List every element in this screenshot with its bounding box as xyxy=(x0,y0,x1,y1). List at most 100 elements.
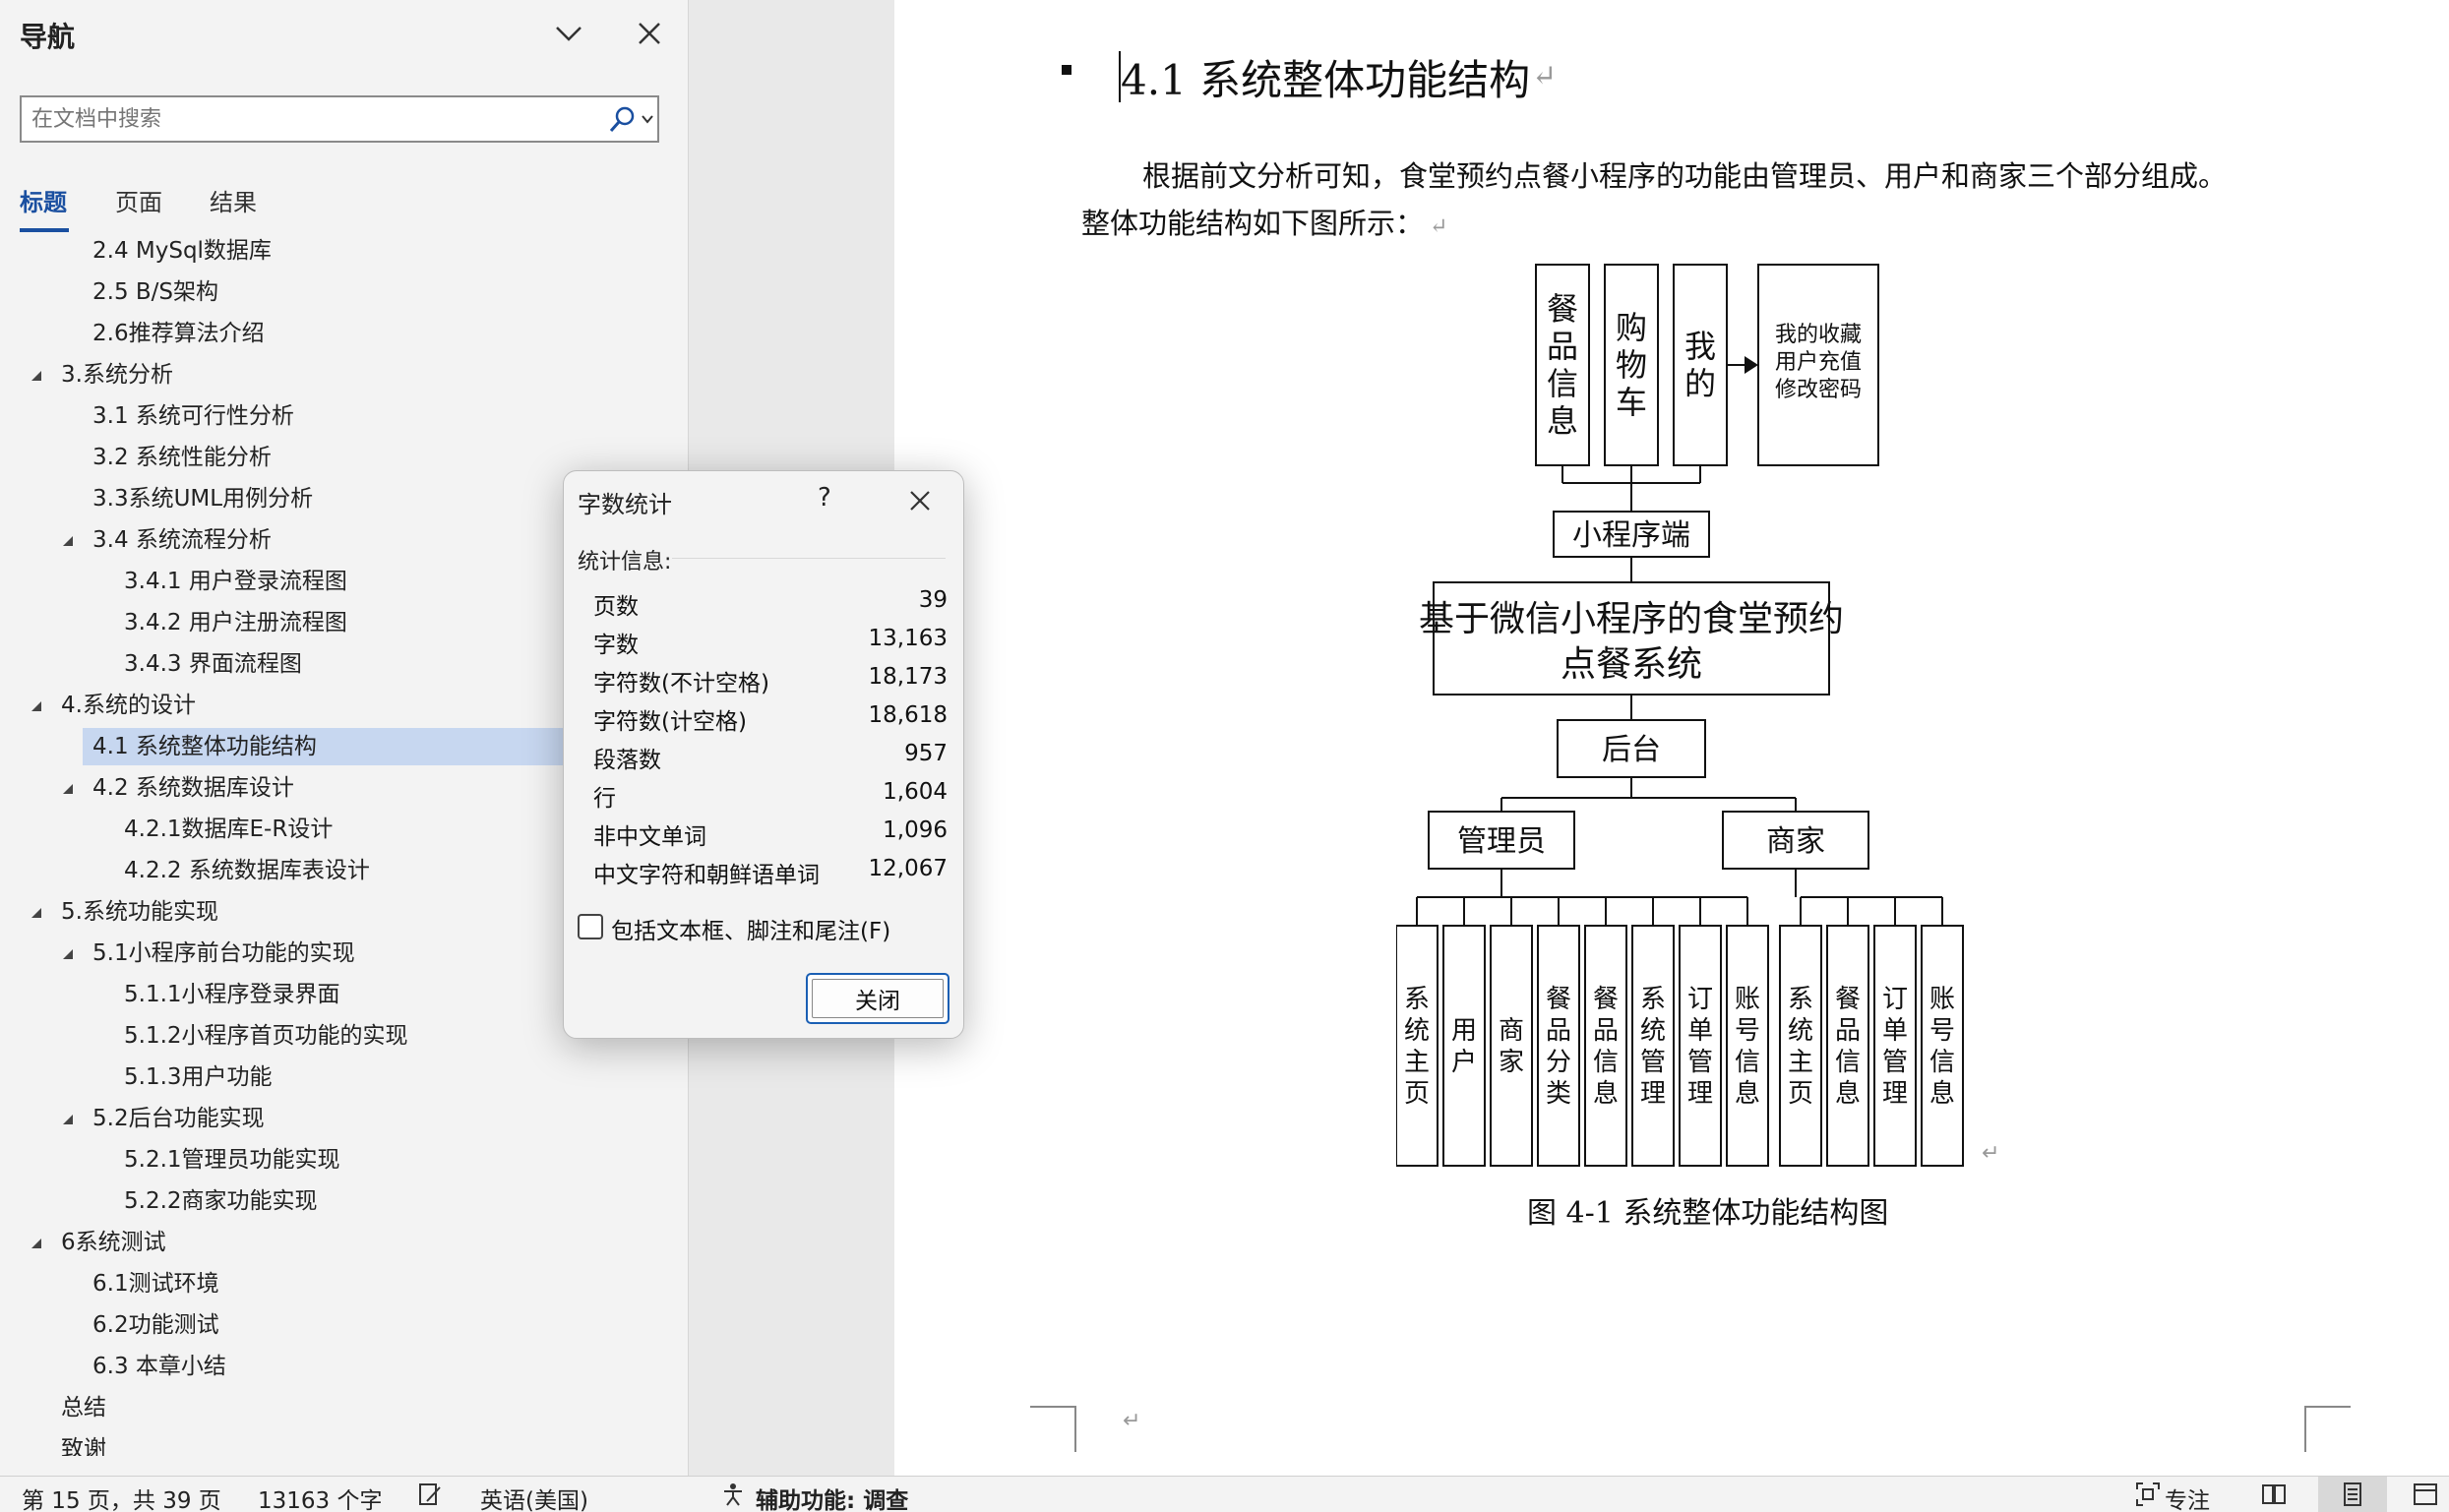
tab-headings[interactable]: 标题 xyxy=(20,183,69,232)
outline-item[interactable]: 5.2后台功能实现 xyxy=(92,1100,265,1137)
tab-results[interactable]: 结果 xyxy=(210,183,257,217)
language-indicator[interactable]: 英语(美国) xyxy=(480,1488,588,1512)
outline-item[interactable]: 6.3 本章小结 xyxy=(92,1348,226,1385)
outline-item-label: 2.5 B/S架构 xyxy=(92,279,219,305)
collapse-caret-icon[interactable] xyxy=(61,947,75,961)
close-icon[interactable] xyxy=(902,483,938,518)
word-count[interactable]: 13163 个字 xyxy=(258,1488,383,1512)
outline-item[interactable]: 5.2.1管理员功能实现 xyxy=(124,1141,340,1179)
outline-item[interactable]: 5.1.1小程序登录界面 xyxy=(124,976,340,1013)
outline-item[interactable]: 5.1.3用户功能 xyxy=(124,1058,273,1096)
page-count[interactable]: 第 15 页，共 39 页 xyxy=(22,1488,221,1512)
outline-item-label: 3.3系统UML用例分析 xyxy=(92,486,314,512)
nav-title: 导航 xyxy=(20,21,76,53)
focus-mode-icon[interactable] xyxy=(2135,1482,2161,1507)
outline-item[interactable]: 6.1测试环境 xyxy=(92,1265,219,1302)
chevron-down-icon[interactable] xyxy=(549,14,588,53)
diagram-leaf-label-char: 理 xyxy=(1882,1079,1908,1109)
collapse-caret-icon[interactable] xyxy=(61,1113,75,1126)
diagram-leaf-label-char: 系 xyxy=(1640,985,1666,1014)
outline-item[interactable]: 5.系统功能实现 xyxy=(61,893,218,931)
outline-item[interactable]: 3.系统分析 xyxy=(61,356,173,393)
outline-item-label: 6系统测试 xyxy=(61,1230,166,1255)
collapse-caret-icon[interactable] xyxy=(30,369,43,383)
diagram-leaf-label-char: 品 xyxy=(1835,1016,1861,1046)
diagram-leaf-label-char: 账 xyxy=(1929,985,1955,1014)
diagram-leaf-node xyxy=(1726,925,1769,1167)
outline-item[interactable]: 6.2功能测试 xyxy=(92,1306,219,1344)
outline-item[interactable]: 4.2.1数据库E-R设计 xyxy=(124,811,333,848)
proofing-icon[interactable] xyxy=(417,1482,443,1507)
collapse-caret-icon[interactable] xyxy=(30,699,43,713)
include-textboxes-checkbox[interactable] xyxy=(578,914,603,939)
outline-item[interactable]: 3.1 系统可行性分析 xyxy=(92,397,294,435)
outline-item[interactable]: 3.4 系统流程分析 xyxy=(92,521,272,559)
stat-label: 行 xyxy=(593,786,616,812)
stat-value: 18,173 xyxy=(868,664,948,690)
outline-item-label: 5.系统功能实现 xyxy=(61,899,218,925)
outline-item[interactable]: 致谢 xyxy=(61,1430,106,1456)
stat-value: 12,067 xyxy=(868,856,948,881)
outline-item[interactable]: 2.4 MySql数据库 xyxy=(92,236,272,270)
focus-mode-label[interactable]: 专注 xyxy=(2165,1488,2210,1512)
diagram-node-label: 小程序端 xyxy=(1572,518,1690,553)
print-layout-icon xyxy=(2344,1482,2361,1506)
accessibility-icon[interactable] xyxy=(720,1482,746,1507)
figure-caption: 图 4-1 系统整体功能结构图 xyxy=(1527,1196,1889,1231)
print-layout-button[interactable] xyxy=(2318,1477,2387,1512)
stat-row: 行 1,604 xyxy=(593,779,948,815)
outline-item[interactable]: 6系统测试 xyxy=(61,1224,166,1261)
outline-item[interactable]: 总结 xyxy=(61,1389,106,1426)
outline-item[interactable]: 3.2 系统性能分析 xyxy=(92,439,272,476)
collapse-caret-icon[interactable] xyxy=(61,782,75,796)
diagram-node-label-char: 息 xyxy=(1547,402,1578,440)
stat-value: 18,618 xyxy=(868,702,948,728)
outline-item[interactable]: 3.3系统UML用例分析 xyxy=(92,480,313,517)
outline-item[interactable]: 3.4.2 用户注册流程图 xyxy=(124,604,347,641)
accessibility-status[interactable]: 辅助功能: 调查 xyxy=(756,1488,909,1512)
diagram-leaf-label-char: 家 xyxy=(1499,1048,1524,1077)
outline-item-label: 6.1测试环境 xyxy=(92,1271,219,1297)
diagram-leaf-label-char: 单 xyxy=(1882,1016,1908,1046)
diagram-node-label: 基于微信小程序的食堂预约 xyxy=(1419,599,1844,639)
outline-item[interactable]: 3.4.3 界面流程图 xyxy=(124,645,302,683)
section-heading[interactable]: 4.1 系统整体功能结构 xyxy=(1121,56,1531,104)
collapse-caret-icon[interactable] xyxy=(30,1237,43,1250)
close-button[interactable]: 关闭 xyxy=(806,973,949,1024)
diagram-node-label: 修改密码 xyxy=(1775,378,1862,402)
search-input[interactable] xyxy=(31,103,582,135)
outline-item[interactable]: 5.1.2小程序首页功能的实现 xyxy=(124,1017,408,1055)
search-box[interactable] xyxy=(20,95,659,143)
stat-label: 字符数(计空格) xyxy=(593,709,747,735)
include-textboxes-label[interactable]: 包括文本框、脚注和尾注(F) xyxy=(611,919,891,944)
collapse-caret-icon[interactable] xyxy=(61,534,75,548)
body-paragraph[interactable]: 整体功能结构如下图所示：↵ xyxy=(1081,201,1447,242)
outline-item[interactable]: 2.6推荐算法介绍 xyxy=(92,315,265,352)
page-corner-mark xyxy=(2304,1406,2351,1452)
collapse-caret-icon[interactable] xyxy=(30,906,43,920)
web-layout-icon[interactable] xyxy=(2413,1482,2438,1507)
outline-item[interactable]: 3.4.1 用户登录流程图 xyxy=(124,563,347,600)
body-paragraph[interactable]: 根据前文分析可知，食堂预约点餐小程序的功能由管理员、用户和商家三个部分组成。 xyxy=(1142,153,2227,195)
outline-item[interactable]: 5.2.2商家功能实现 xyxy=(124,1182,318,1220)
tab-pages[interactable]: 页面 xyxy=(115,183,162,217)
help-button[interactable]: ? xyxy=(818,483,831,513)
stat-value: 13,163 xyxy=(868,626,948,651)
read-mode-icon[interactable] xyxy=(2261,1482,2287,1507)
outline-item[interactable]: 4.系统的设计 xyxy=(61,687,196,724)
outline-item[interactable]: 2.5 B/S架构 xyxy=(92,273,218,311)
outline-item[interactable]: 4.1 系统整体功能结构 xyxy=(83,728,594,765)
stat-label: 中文字符和朝鲜语单词 xyxy=(593,863,820,888)
text-cursor xyxy=(1119,51,1121,102)
diagram-leaf-label-char: 号 xyxy=(1735,1016,1760,1046)
diagram-node xyxy=(1535,264,1590,466)
outline-item[interactable]: 4.2 系统数据库设计 xyxy=(92,769,294,807)
outline-item[interactable]: 4.2.2 系统数据库表设计 xyxy=(124,852,370,889)
stat-row: 中文字符和朝鲜语单词 12,067 xyxy=(593,856,948,891)
diagram-leaf-label-char: 统 xyxy=(1788,1016,1813,1046)
close-icon[interactable] xyxy=(630,14,669,53)
document-page[interactable]: 4.1 系统整体功能结构 ↵ 根据前文分析可知，食堂预约点餐小程序的功能由管理员… xyxy=(894,0,2449,1476)
outline-item[interactable]: 5.1小程序前台功能的实现 xyxy=(92,935,355,972)
chevron-down-icon[interactable] xyxy=(640,111,655,127)
search-icon[interactable] xyxy=(606,104,638,136)
